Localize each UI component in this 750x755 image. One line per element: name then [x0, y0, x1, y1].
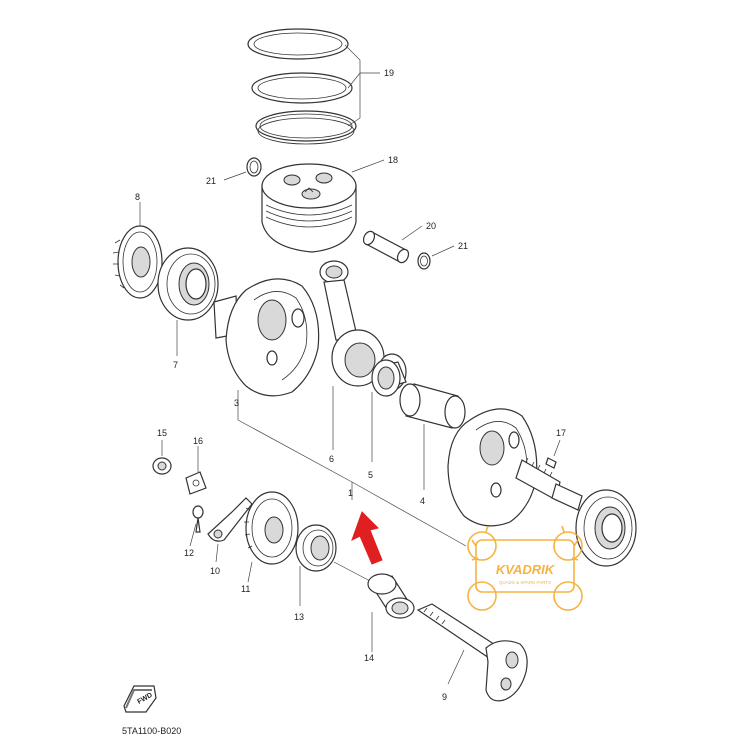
leader-19-bracket	[344, 44, 361, 127]
callout-16: 16	[193, 436, 203, 446]
kvadrik-watermark: KVADRIK QUADS & SPARE PARTS	[467, 525, 583, 611]
washer-16[interactable]	[185, 471, 207, 495]
bolt-12[interactable]	[192, 505, 204, 533]
callout-19: 19	[384, 68, 394, 78]
crank-pin[interactable]	[399, 383, 466, 429]
right-bearing[interactable]	[575, 489, 637, 567]
callout-4: 4	[420, 496, 425, 506]
callout-9: 9	[442, 692, 447, 702]
callout-15: 15	[157, 428, 167, 438]
watermark-brand: KVADRIK	[496, 562, 556, 577]
callout-13: 13	[294, 612, 304, 622]
diagram-code: 5TA1100-B020	[122, 726, 181, 736]
callout-21-right: 21	[458, 241, 468, 251]
callout-1: 1	[348, 488, 353, 498]
callout-7: 7	[173, 360, 178, 370]
callout-17: 17	[556, 428, 566, 438]
callout-5: 5	[368, 470, 373, 480]
callout-3: 3	[234, 398, 239, 408]
nut-15[interactable]	[152, 457, 172, 475]
bushing-14[interactable]	[367, 573, 415, 619]
bearing-13[interactable]	[295, 524, 337, 572]
shift-cam-segment[interactable]	[244, 491, 299, 565]
watermark-tagline: QUADS & SPARE PARTS	[499, 580, 551, 585]
big-end-bearing[interactable]	[371, 353, 407, 397]
circlip-right[interactable]	[417, 252, 431, 270]
timing-gear[interactable]	[112, 225, 163, 299]
callout-10: 10	[210, 566, 220, 576]
fwd-badge: FWD	[123, 685, 157, 713]
callout-21-left: 21	[206, 176, 216, 186]
crank-right-half[interactable]	[447, 408, 583, 527]
callout-8: 8	[135, 192, 140, 202]
callout-11: 11	[241, 584, 250, 594]
stopper-lever-10[interactable]	[207, 497, 253, 542]
callout-18: 18	[388, 155, 398, 165]
shift-shaft-9[interactable]	[416, 603, 528, 702]
circlip-left[interactable]	[246, 157, 262, 177]
woodruff-key[interactable]	[545, 457, 557, 469]
callout-20: 20	[426, 221, 436, 231]
piston-rings[interactable]	[247, 28, 357, 145]
callout-14: 14	[364, 653, 374, 663]
callout-6: 6	[329, 454, 334, 464]
piston-pin[interactable]	[361, 229, 410, 264]
crank-left-half[interactable]	[213, 278, 320, 397]
left-bearing[interactable]	[157, 247, 219, 321]
highlight-arrow	[351, 511, 383, 565]
callout-12: 12	[184, 548, 194, 558]
piston[interactable]	[261, 163, 357, 253]
